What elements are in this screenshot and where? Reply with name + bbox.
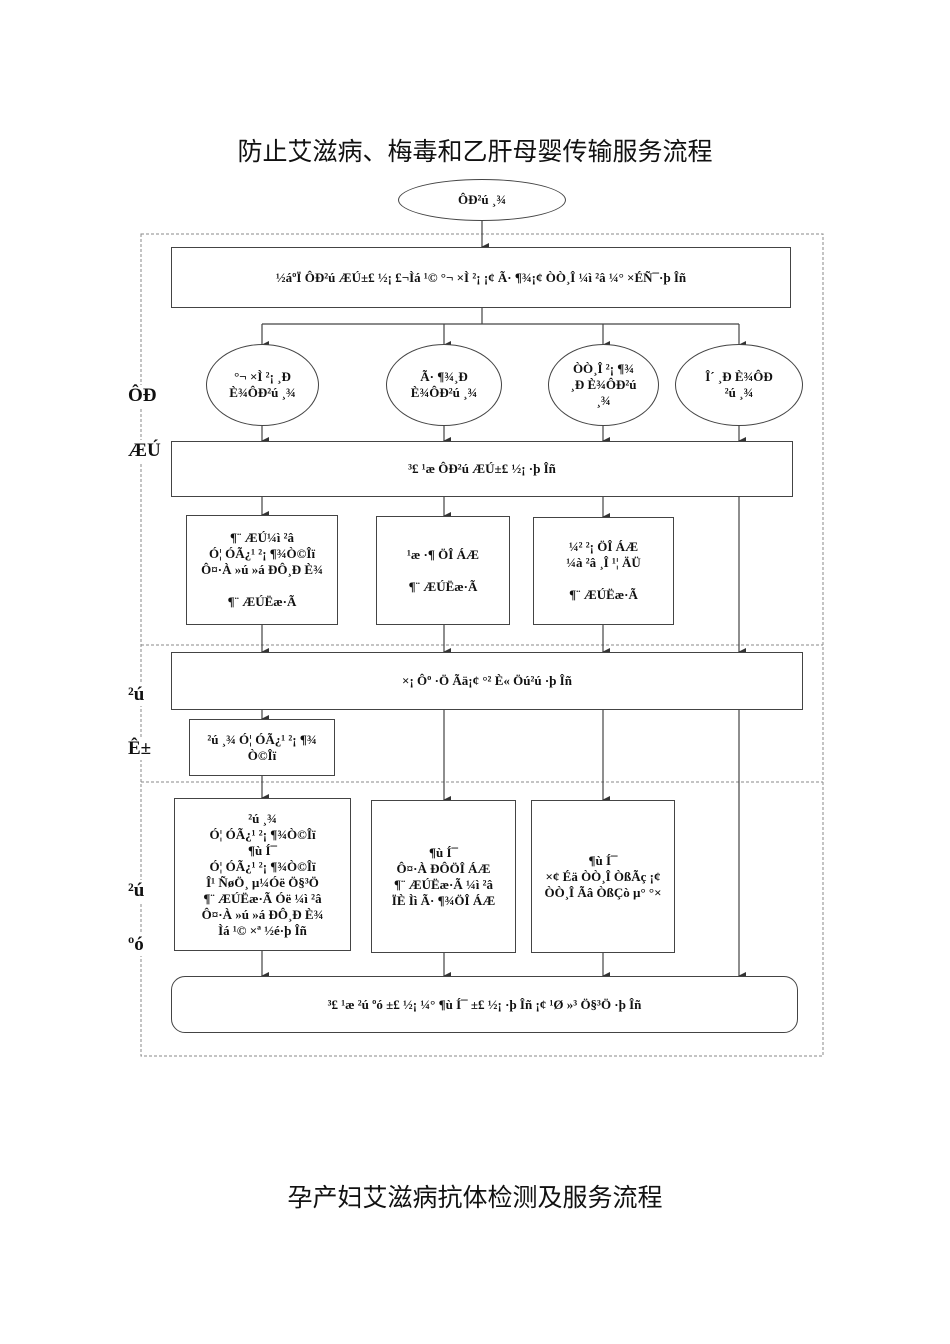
second-title: 孕产妇艾滋病抗体检测及服务流程 bbox=[287, 1183, 663, 1212]
delivery-drug-box: ²ú ¸¾ Ó¦ ÓÃ¿¹ ²¡ ¶¾ Ò©Îï bbox=[189, 719, 335, 776]
prenatal-hiv-box: ¶¨ ÆÚ¼ì ²â Ó¦ ÓÃ¿¹ ²¡ ¶¾Ò©Îï Ô¤·À »ú »á … bbox=[186, 515, 338, 625]
postnatal-syphilis-box: ¶ù Í¯ Ô¤·À ÐÔÖÎ ÁÆ ¶¨ ÆÚËæ·Ã ¼ì ²â ÏÈ Ìì… bbox=[371, 800, 516, 953]
branch-uninfected: Î´ ¸Ð È¾ÔÐ ²ú ¸¾ bbox=[675, 344, 803, 426]
branch-syphilis-infected: Ã· ¶¾¸Ð È¾ÔÐ²ú ¸¾ bbox=[386, 344, 502, 426]
prenatal-syphilis-box: ¹æ ·¶ ÖÎ ÁÆ ¶¨ ÆÚËæ·Ã bbox=[376, 516, 510, 625]
main-title: 防止艾滋病、梅毒和乙肝母婴传输服务流程 bbox=[237, 137, 713, 166]
start-node: ÔÐ²ú ¸¾ bbox=[398, 179, 566, 221]
delivery-service-box: ×¡ Ôº ·Ö Ãä¡¢ °² È« Öú²ú ·þ Îñ bbox=[171, 652, 803, 710]
branch-hepatitis-b-infected: ÒÒ¸Î ²¡ ¶¾ ¸Ð È¾ÔÐ²ú ¸¾ bbox=[548, 344, 659, 426]
postnatal-hiv-box: ²ú ¸¾ Ó¦ ÓÃ¿¹ ²¡ ¶¾Ò©Îï ¶ù Í¯ Ó¦ ÓÃ¿¹ ²¡… bbox=[174, 798, 351, 951]
postnatal-hepatitis-box: ¶ù Í¯ ×¢ Éä ÒÒ¸Î ÒßÃç ¡¢ ÒÒ¸Î Ãâ ÒßÇò µ°… bbox=[531, 800, 675, 953]
side-label-pregnancy-2: ÆÚ bbox=[128, 440, 161, 462]
final-service-box: ³£ ¹æ ²ú ºó ±£ ½¡ ¼° ¶ù Í¯ ±£ ½¡ ·þ Îñ ¡… bbox=[171, 976, 798, 1033]
branch-hiv-infected: °¬ ×Ì ²¡ ¸Ð È¾ÔÐ²ú ¸¾ bbox=[206, 344, 319, 426]
side-label-delivery-1: ²ú bbox=[128, 684, 145, 706]
side-label-pregnancy-1: ÔÐ bbox=[128, 385, 157, 407]
side-label-delivery-2: Ê± bbox=[128, 738, 152, 760]
prenatal-hepatitis-box: ¼² ²¡ ÖÎ ÁÆ ¼à ²â ¸Î ¹¦ ÄÜ ¶¨ ÆÚËæ·Ã bbox=[533, 517, 674, 625]
side-label-postnatal-1: ²ú bbox=[128, 880, 145, 902]
intro-service-box: ½áºÏ ÔÐ²ú ÆÚ±£ ½¡ £¬Ìá ¹© °¬ ×Ì ²¡ ¡¢ Ã·… bbox=[171, 247, 791, 308]
routine-prenatal-box: ³£ ¹æ ÔÐ²ú ÆÚ±£ ½¡ ·þ Îñ bbox=[171, 441, 793, 497]
side-label-postnatal-2: ºó bbox=[128, 934, 144, 956]
